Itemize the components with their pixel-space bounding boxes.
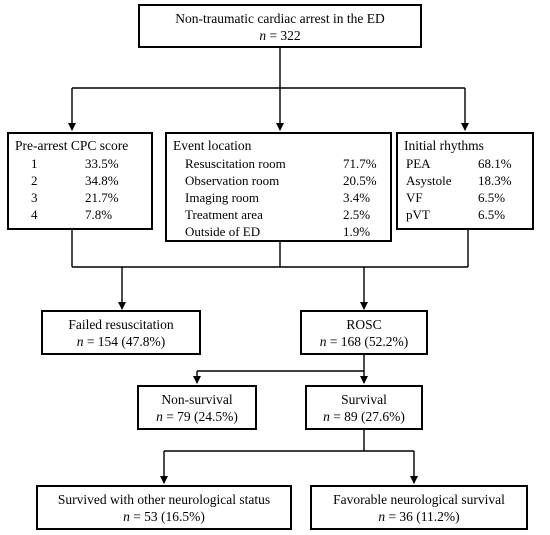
- location-row-2-label: Observation room: [185, 173, 280, 188]
- rosc-count: n = 168 (52.2%): [319, 334, 409, 349]
- rhythm-title: Initial rhythms: [404, 138, 484, 153]
- other-neuro-count: n = 53 (16.5%): [123, 509, 205, 524]
- rhythm-row-4-value: 6.5%: [478, 207, 506, 222]
- location-row-1-value: 71.7%: [343, 156, 377, 171]
- favorable-count: n = 36 (11.2%): [378, 509, 460, 524]
- survival-title: Survival: [341, 392, 387, 407]
- other-neuro-title: Survived with other neurological status: [57, 492, 271, 507]
- survival-count: n = 89 (27.6%): [323, 409, 405, 424]
- cpc-row-3-label: 3: [31, 190, 38, 205]
- rhythm-row-1-label: PEA: [406, 156, 431, 171]
- cpc-row-4-value: 7.8%: [85, 207, 113, 222]
- location-row-3-label: Imaging room: [185, 190, 260, 205]
- root-title: Non-traumatic cardiac arrest in the ED: [175, 11, 385, 26]
- favorable-box: Favorable neurological survival n = 36 (…: [310, 485, 528, 530]
- nonsurvival-box: Non-survival n = 79 (24.5%): [137, 385, 257, 430]
- rhythm-row-3-value: 6.5%: [478, 190, 506, 205]
- rhythm-row-1-value: 68.1%: [478, 156, 512, 171]
- location-title: Event location: [173, 138, 252, 153]
- cpc-row-1-label: 1: [31, 156, 38, 171]
- cpc-row-3-value: 21.7%: [85, 190, 119, 205]
- rhythm-row-2-label: Asystole: [406, 173, 452, 188]
- cpc-row-4-label: 4: [31, 207, 38, 222]
- nonsurvival-count: n = 79 (24.5%): [156, 409, 238, 424]
- location-row-3-value: 3.4%: [343, 190, 371, 205]
- favorable-title: Favorable neurological survival: [333, 492, 505, 507]
- rhythm-row-3-label: VF: [406, 190, 423, 205]
- location-row-1-label: Resuscitation room: [185, 156, 286, 171]
- rosc-title: ROSC: [346, 317, 382, 332]
- location-row-5-value: 1.9%: [343, 224, 371, 239]
- failed-count: n = 154 (47.8%): [76, 334, 166, 349]
- location-row-4-label: Treatment area: [185, 207, 263, 222]
- rhythm-box: Initial rhythms PEA 68.1% Asystole 18.3%…: [396, 132, 534, 230]
- cpc-row-1-value: 33.5%: [85, 156, 119, 171]
- location-row-5-label: Outside of ED: [185, 224, 261, 239]
- location-box: Event location Resuscitation room 71.7% …: [165, 132, 392, 242]
- rhythm-row-4-label: pVT: [406, 207, 430, 222]
- failed-title: Failed resuscitation: [68, 317, 174, 332]
- cpc-box: Pre-arrest CPC score 1 33.5% 2 34.8% 3 2…: [7, 132, 153, 230]
- cpc-row-2-value: 34.8%: [85, 173, 119, 188]
- location-row-2-value: 20.5%: [343, 173, 377, 188]
- location-row-4-value: 2.5%: [343, 207, 371, 222]
- cpc-row-2-label: 2: [31, 173, 38, 188]
- failed-box: Failed resuscitation n = 154 (47.8%): [41, 310, 201, 355]
- survival-box: Survival n = 89 (27.6%): [305, 385, 423, 430]
- rhythm-row-2-value: 18.3%: [478, 173, 512, 188]
- other-neuro-box: Survived with other neurological status …: [36, 485, 292, 530]
- root-box: Non-traumatic cardiac arrest in the ED n…: [138, 4, 422, 48]
- nonsurvival-title: Non-survival: [161, 392, 233, 407]
- cpc-title: Pre-arrest CPC score: [15, 138, 129, 153]
- rosc-box: ROSC n = 168 (52.2%): [300, 310, 428, 355]
- root-count: n = 322: [259, 28, 301, 43]
